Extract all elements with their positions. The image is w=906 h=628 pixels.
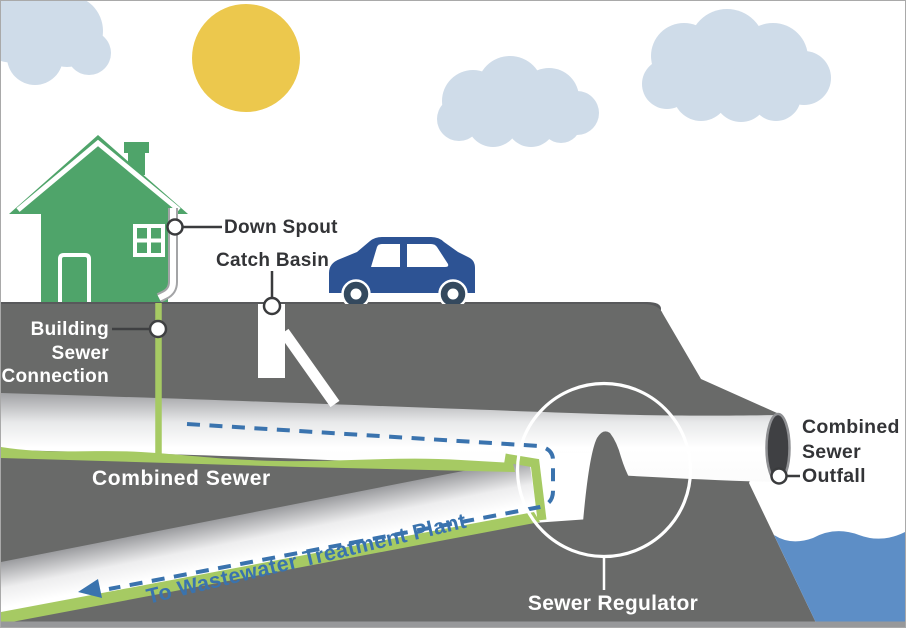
house <box>9 135 188 304</box>
building-sewer-connection-line1: Building <box>30 319 109 340</box>
junction-green-lining <box>504 453 547 521</box>
building-sewer-connection-label: Building Sewer Connection <box>1 318 109 389</box>
roof <box>9 135 188 214</box>
down-spout-marker <box>166 218 184 236</box>
combined-sewer-outfall-line1: Combined <box>802 416 900 438</box>
soil-bottom-edge <box>1 621 905 627</box>
outfall-marker <box>770 467 788 485</box>
roof-trim <box>16 139 181 212</box>
sun <box>192 4 300 112</box>
combined-sewer-outfall-line2: Sewer <box>802 440 861 463</box>
flow-dashed-line <box>108 422 555 591</box>
sewer-regulator-label: Sewer Regulator <box>527 592 699 615</box>
regulator-weir <box>583 431 630 522</box>
combined-sewer-label: Combined Sewer <box>92 467 271 490</box>
car-rear-window <box>371 244 400 267</box>
interceptor-pipe <box>1 458 537 615</box>
cloud-top-left <box>1 1 111 85</box>
car-front-window <box>407 244 449 267</box>
cloud-middle <box>437 56 599 147</box>
cloud-right <box>642 9 831 122</box>
catch-basin-marker <box>262 296 282 316</box>
door <box>58 253 91 304</box>
down-spout-pipe <box>156 208 178 303</box>
combined-sewer-green-lining <box>1 447 515 472</box>
receiving-water <box>774 531 905 627</box>
catch-basin-structure <box>258 304 340 408</box>
car <box>329 237 475 309</box>
building-sewer-marker <box>148 319 168 339</box>
building-sewer-connection-line3: Connection <box>1 366 109 387</box>
window <box>133 224 165 257</box>
interceptor-pipe-green-lining <box>1 512 540 624</box>
building-sewer-connection-line2: Sewer <box>51 342 109 364</box>
combined-sewer-outfall-line3: Outfall <box>802 465 866 487</box>
combined-sewer-outfall-label: Combined Sewer Outfall <box>802 415 900 489</box>
chimney-cap <box>124 142 149 153</box>
flow-arrow <box>78 579 102 598</box>
down-spout-label: Down Spout <box>224 217 338 238</box>
catch-basin-label: Catch Basin <box>216 250 330 271</box>
